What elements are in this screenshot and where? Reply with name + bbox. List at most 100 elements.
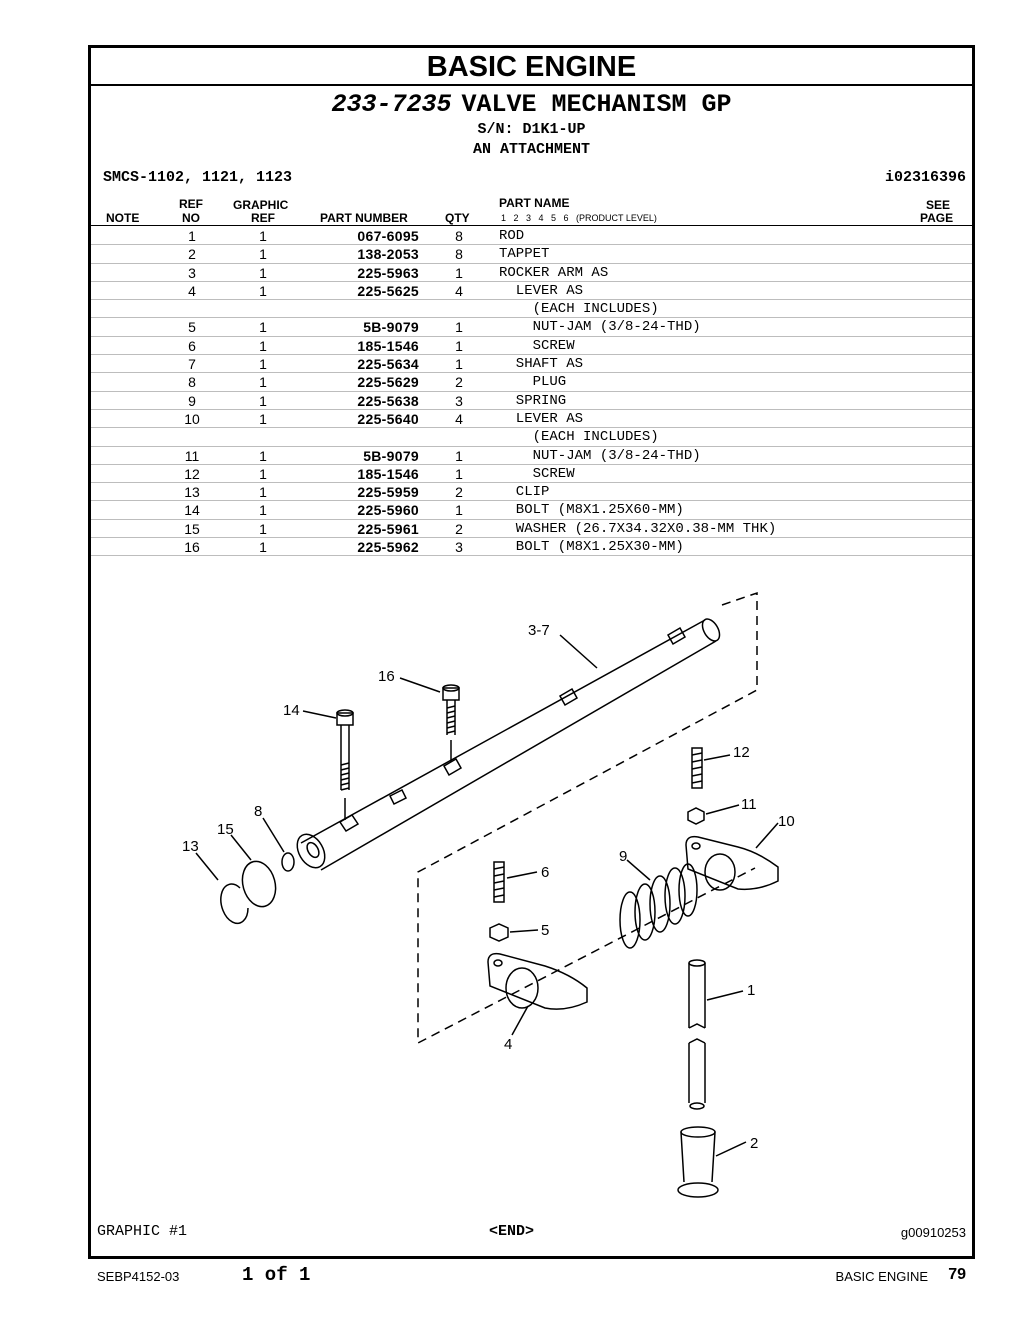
quantity: 3 (455, 539, 463, 556)
part-number: 067-6095 (357, 228, 419, 244)
part-name: ROCKER ARM AS (499, 264, 609, 281)
ref-no: 8 (188, 374, 196, 391)
part-name: SPRING (499, 392, 567, 409)
table-row: 7 1 225-5634 1 SHAFT AS (91, 355, 972, 374)
callout-12: 12 (733, 744, 750, 761)
callout-5: 5 (541, 922, 549, 939)
tappet-2-illustration (677, 1126, 719, 1198)
part-name: NUT-JAM (3/8-24-THD) (499, 447, 701, 464)
part-number: 185-1546 (357, 465, 419, 482)
part-name: SHAFT AS (499, 356, 584, 373)
ref-no: 7 (188, 356, 196, 373)
graphic-ref: 1 (259, 520, 267, 537)
callout-14: 14 (283, 702, 300, 719)
graphic-ref: 1 (259, 410, 267, 427)
ref-no: 13 (184, 484, 200, 501)
spring-9-illustration (619, 863, 698, 949)
part-name: CLIP (499, 484, 550, 501)
part-number: 225-5959 (357, 484, 419, 501)
part-name: SCREW (499, 465, 575, 482)
col-part-name: PART NAME (499, 196, 570, 210)
graphic-ref: 1 (259, 447, 267, 464)
nut-11-illustration (687, 807, 705, 825)
end-marker: <END> (489, 1223, 535, 1240)
smcs-row: SMCS-1102, 1121, 1123 i02316396 (103, 169, 966, 189)
table-row: (EACH INCLUDES) (91, 300, 972, 319)
callout-10: 10 (778, 813, 795, 830)
attachment-label: AN ATTACHMENT (472, 141, 591, 158)
callout-16: 16 (378, 668, 395, 685)
graphic-ref: 1 (259, 465, 267, 482)
bolt-16-illustration (442, 684, 460, 762)
part-number: 225-5960 (357, 502, 419, 519)
graphic-ref: 1 (259, 539, 267, 556)
col-product-level: 1 2 3 4 5 6 (PRODUCT LEVEL) (501, 213, 657, 223)
ref-no: 4 (188, 282, 196, 299)
callout-3-7: 3-7 (528, 622, 550, 639)
callout-2: 2 (750, 1135, 758, 1152)
quantity: 1 (455, 356, 463, 373)
quantity: 2 (455, 484, 463, 501)
bolt-14-illustration (336, 709, 354, 820)
graphic-ref: 1 (259, 228, 267, 244)
quantity: 1 (455, 264, 463, 281)
doc-number: SEBP4152-03 (97, 1269, 180, 1284)
group-name: VALVE MECHANISM GP (461, 90, 732, 119)
table-row: (EACH INCLUDES) (91, 428, 972, 447)
part-number: 225-5961 (357, 520, 419, 537)
ref-no: 12 (184, 465, 200, 482)
col-qty: QTY (445, 211, 470, 225)
col-see-bottom: PAGE (920, 211, 954, 225)
part-number: 5B-9079 (363, 447, 419, 464)
ref-no: 14 (184, 502, 200, 519)
ref-no: 1 (188, 228, 196, 244)
graphic-ref: 1 (259, 356, 267, 373)
graphic-ref: 1 (259, 337, 267, 354)
ref-no: 6 (188, 337, 196, 354)
document-id: i02316396 (884, 169, 966, 186)
part-name: BOLT (M8X1.25X30-MM) (499, 539, 684, 556)
lever-10-illustration (685, 835, 779, 891)
rod-1-illustration (688, 959, 706, 1110)
col-ref-bottom: NO (182, 211, 200, 225)
col-graphic-top: GRAPHIC (233, 198, 289, 212)
serial-number: S/N: D1K1-UP (477, 121, 586, 138)
dashed-group-boundary (417, 591, 758, 1045)
clip-13-illustration (220, 883, 249, 925)
part-number: 185-1546 (357, 337, 419, 354)
callout-4: 4 (504, 1036, 512, 1053)
graphic-ref: 1 (259, 319, 267, 336)
quantity: 8 (455, 246, 463, 263)
part-number: 225-5962 (357, 539, 419, 556)
part-name: ROD (499, 228, 525, 244)
ref-no: 2 (188, 246, 196, 263)
ref-no: 3 (188, 264, 196, 281)
ref-no: 9 (188, 392, 196, 409)
graphic-footer: GRAPHIC #1 <END> g00910253 (91, 1223, 972, 1245)
quantity: 1 (455, 319, 463, 336)
shaft-illustration (296, 618, 721, 871)
quantity: 2 (455, 520, 463, 537)
quantity: 1 (455, 447, 463, 464)
smcs-codes: SMCS-1102, 1121, 1123 (103, 169, 293, 186)
part-name: PLUG (499, 374, 567, 391)
part-number: 225-5638 (357, 392, 419, 409)
quantity: 1 (455, 502, 463, 519)
part-number: 225-5634 (357, 356, 419, 373)
graphic-ref: 1 (259, 282, 267, 299)
ref-no: 5 (188, 319, 196, 336)
graphic-ref: 1 (259, 502, 267, 519)
